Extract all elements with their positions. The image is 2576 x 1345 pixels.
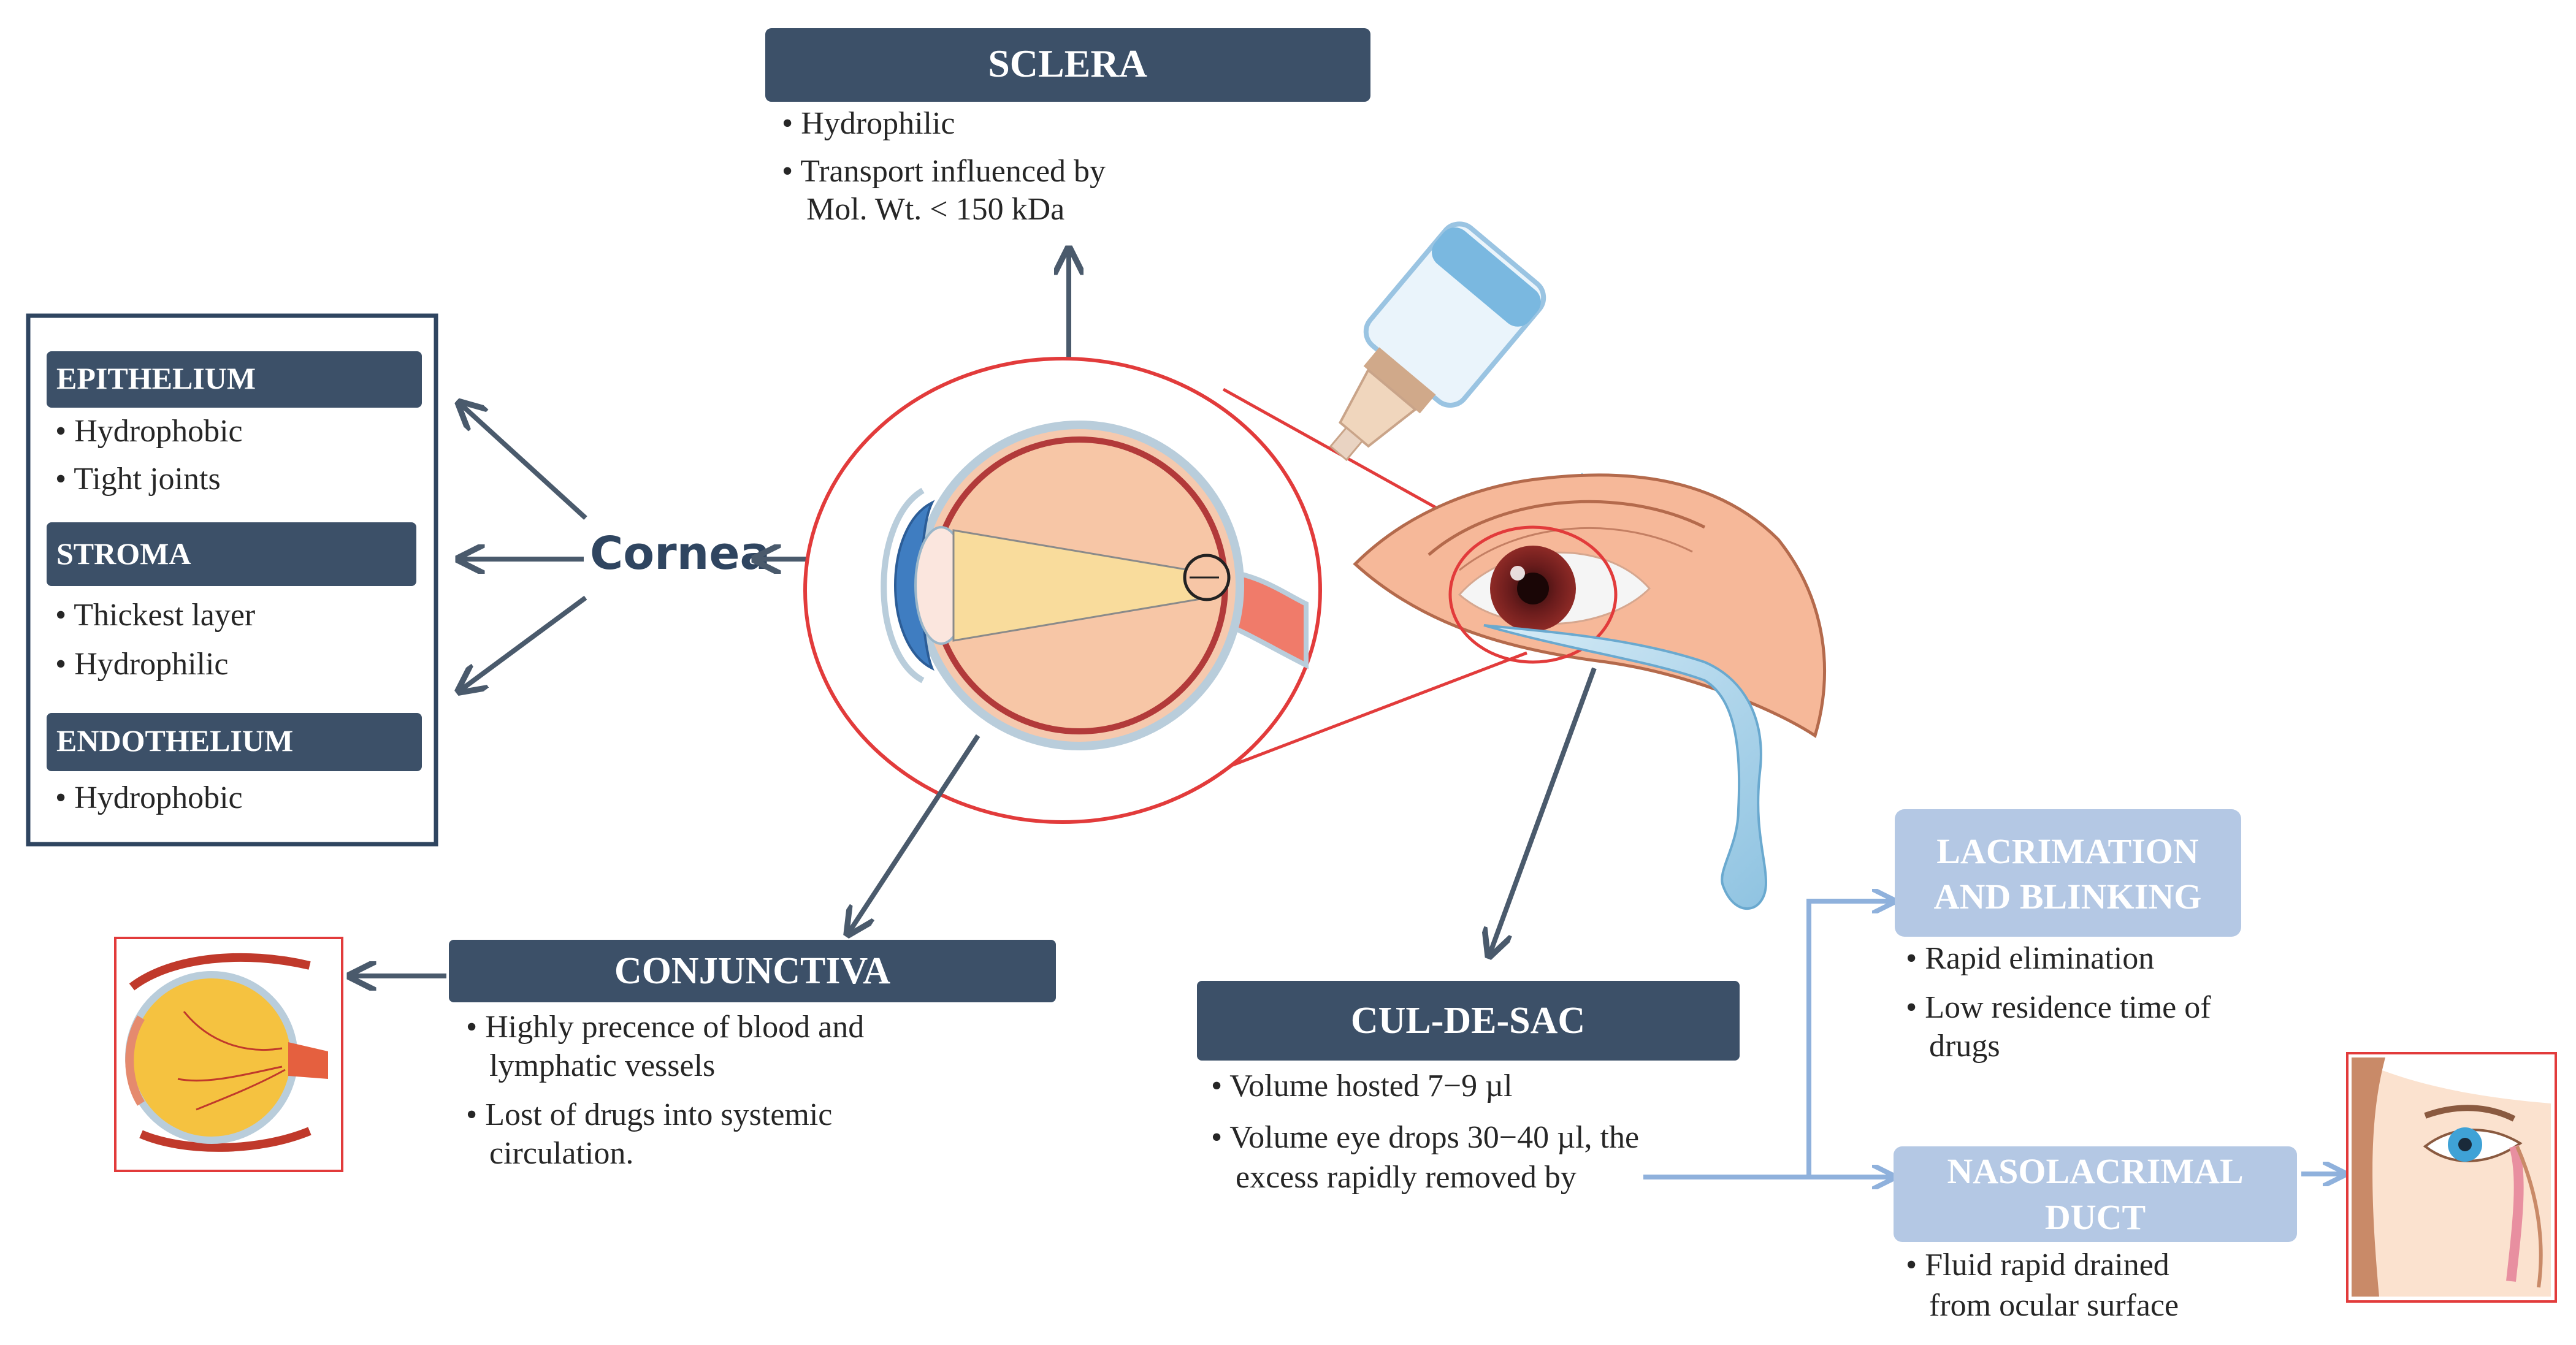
sclera-header (765, 28, 1370, 102)
cul-de-sac-title: CUL-DE-SAC (1351, 1000, 1585, 1042)
lacrimation-title-line-1: LACRIMATION (1936, 831, 2199, 871)
nasolacrimal-bullet-1: • Fluid rapid drained (1906, 1248, 2169, 1282)
epithelium-bullet-2: • Tight joints (55, 462, 221, 497)
cornea-layers-panel: EPITHELIUM • Hydrophobic • Tight joints … (26, 313, 438, 847)
eye-dropper-icon (1329, 221, 1546, 462)
eye-cross-section-icon (803, 357, 1527, 824)
conjunctiva-title: CONJUNCTIVA (614, 950, 890, 992)
conjunctiva-bullet-1: • Highly precence of blood and (466, 1010, 864, 1045)
stroma-bullet-2: • Hydrophilic (55, 647, 229, 682)
lacrimation-bullet-2-cont: drugs (1929, 1029, 2000, 1064)
nasolacrimal-group: NASOLACRIMAL DUCT • Fluid rapid drained … (1894, 1146, 2297, 1323)
lacrimation-title-line-2: AND BLINKING (1934, 877, 2202, 916)
endothelium-bullet-1: • Hydrophobic (55, 780, 243, 815)
conjunctiva-bullet-2-cont: circulation. (489, 1136, 633, 1171)
endothelium-header (47, 713, 422, 771)
cornea-label: Cornea (590, 527, 770, 580)
lacrimation-group: LACRIMATION AND BLINKING • Rapid elimina… (1895, 809, 2241, 1064)
conjunctiva-bullet-1-cont: lymphatic vessels (489, 1048, 715, 1083)
lacrimation-header (1895, 809, 2241, 937)
stroma-header (47, 522, 416, 586)
eyeball-with-vessels-icon (114, 937, 343, 1172)
sclera-group: SCLERA • Hydrophilic • Transport influen… (765, 28, 1370, 227)
epithelium-bullet-1: • Hydrophobic (55, 414, 243, 449)
nasolacrimal-bullet-1-cont: from ocular surface (1929, 1288, 2179, 1323)
endothelium-title: ENDOTHELIUM (56, 723, 293, 758)
conjunctiva-bullet-2: • Lost of drugs into systemic (466, 1097, 832, 1132)
cornea-arrow-to-endothelium (461, 595, 587, 690)
nasolacrimal-title-line-2: DUCT (2045, 1197, 2146, 1237)
lacrimation-bullet-2: • Low residence time of (1906, 990, 2211, 1025)
cul-de-sac-header (1197, 981, 1740, 1061)
cornea-arrow-to-epithelium (461, 405, 587, 520)
sclera-title: SCLERA (988, 42, 1147, 85)
stroma-bullet-1: • Thickest layer (55, 598, 255, 633)
eye-with-tear-drop-icon (1353, 472, 1827, 910)
nasolacrimal-title-line-1: NASOLACRIMAL (1947, 1151, 2243, 1191)
cul-de-sac-bullet-2: • Volume eye drops 30−40 µl, the (1211, 1120, 1639, 1155)
face-nasolacrimal-duct-icon (2346, 1052, 2557, 1303)
sclera-bullet-2: • Transport influenced by (782, 154, 1106, 189)
stroma-title: STROMA (56, 536, 191, 571)
cornea-layers-frame (26, 313, 438, 847)
removal-connector-to-lacrimation (1643, 901, 1892, 1179)
conjunctiva-header (449, 940, 1056, 1002)
conjunctiva-group: CONJUNCTIVA • Highly precence of blood a… (449, 940, 1056, 1171)
nasolacrimal-header (1894, 1146, 2297, 1242)
epithelium-header (47, 351, 422, 408)
lacrimation-bullet-1: • Rapid elimination (1906, 941, 2154, 976)
cul-de-sac-group: CUL-DE-SAC • Volume hosted 7−9 µl • Volu… (1197, 981, 1740, 1195)
epithelium-title: EPITHELIUM (56, 361, 256, 395)
sclera-bullet-2-cont: Mol. Wt. < 150 kDa (806, 192, 1064, 227)
cul-de-sac-bullet-2-cont: excess rapidly removed by (1236, 1160, 1577, 1195)
eye-arrow-to-conjunctiva (849, 734, 980, 932)
cul-de-sac-bullet-1: • Volume hosted 7−9 µl (1211, 1069, 1513, 1103)
tear-arrow-to-cul-de-sac (1490, 667, 1597, 953)
sclera-bullet-1: • Hydrophilic (782, 106, 955, 141)
